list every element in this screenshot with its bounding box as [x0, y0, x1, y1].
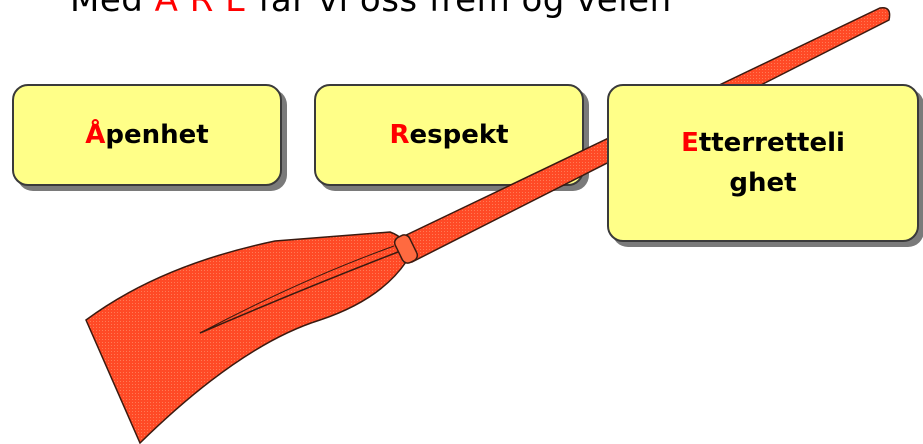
card-apenhet-initial: Å — [85, 119, 106, 150]
card-respekt-initial: R — [389, 119, 410, 150]
title-accent: Å R E — [154, 0, 248, 20]
card-apenhet-text: Åpenhet — [85, 115, 208, 155]
title-suffix: får vi oss frem og velen — [247, 0, 672, 20]
card-etterrettelighet-line1: Etterretteli — [681, 123, 845, 163]
card-etterrettelighet-rest: tterretteli — [698, 127, 845, 158]
slide-title: Med Å R E får vi oss frem og velen — [70, 0, 672, 20]
card-etterrettelighet-line2: ghet — [729, 168, 797, 198]
card-apenhet-rest: penhet — [105, 119, 209, 150]
card-respekt: Respekt — [314, 84, 584, 186]
oar-collar — [393, 234, 419, 264]
oar-blade — [85, 231, 408, 444]
card-etterrettelighet-initial: E — [681, 127, 699, 158]
title-prefix: Med — [70, 0, 155, 20]
card-etterrettelighet-text: Etterretteli ghet — [681, 123, 845, 204]
card-apenhet: Åpenhet — [12, 84, 282, 186]
card-etterrettelighet: Etterretteli ghet — [607, 84, 919, 242]
card-respekt-rest: espekt — [409, 119, 509, 150]
card-respekt-text: Respekt — [389, 115, 508, 155]
oar-blade-spine — [199, 251, 399, 334]
